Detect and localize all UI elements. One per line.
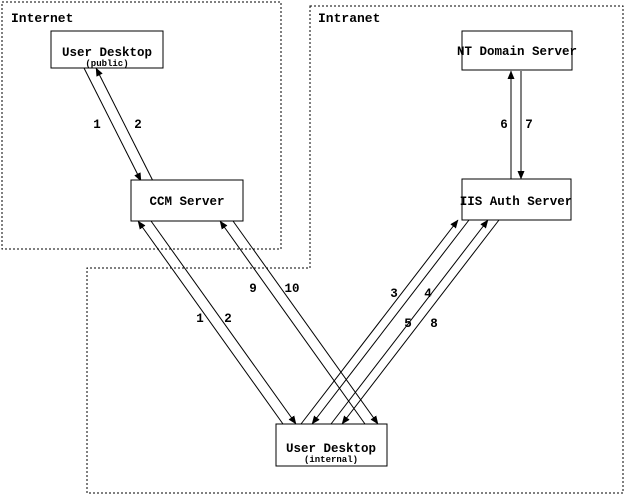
edge-label-2-public: 2 (134, 118, 142, 132)
edge-label-2-internal: 2 (224, 312, 232, 326)
nt-domain-server-box (461, 30, 573, 71)
intranet-zone-label: Intranet (318, 11, 380, 26)
edge-label-1-internal: 1 (196, 312, 204, 326)
node-nt-domain-server: NT Domain Server (457, 30, 577, 71)
node-iis-auth-server: IIS Auth Server (460, 178, 573, 221)
internet-zone-outline (1, 1, 282, 250)
edge-step9-internal-desktop-to-ccm (219, 220, 366, 425)
user-desktop-public-box (50, 30, 164, 69)
node-user-desktop-internal: User Desktop (internal) (275, 423, 388, 467)
user-desktop-internal-subtitle: (internal) (304, 455, 358, 465)
edge-internal-desktop-to-ccm (137, 220, 284, 425)
edge-step8-iis-to-internal-desktop (341, 219, 500, 425)
edge-label-10: 10 (284, 282, 299, 296)
edge-label-3: 3 (390, 287, 398, 301)
edge-label-9: 9 (249, 282, 257, 296)
edge-label-8: 8 (430, 317, 438, 331)
edge-label-5: 5 (404, 317, 412, 331)
iis-auth-server-title: IIS Auth Server (460, 195, 573, 209)
edge-label-4: 4 (424, 287, 432, 301)
node-user-desktop-public: User Desktop (public) (50, 30, 164, 69)
nt-domain-server-title: NT Domain Server (457, 45, 577, 59)
edge-label-1-public: 1 (93, 118, 101, 132)
edge-label-6: 6 (500, 118, 508, 132)
edge-step4-iis-to-internal-desktop (311, 219, 470, 425)
user-desktop-public-title: User Desktop (62, 46, 152, 60)
iis-auth-server-box (461, 178, 572, 221)
ccm-server-title: CCM Server (149, 195, 224, 209)
user-desktop-public-subtitle: (public) (85, 59, 128, 69)
edge-step3-internal-desktop-to-iis (300, 219, 459, 425)
edge-public-desktop-to-ccm (83, 67, 142, 182)
edge-ccm-to-internal-desktop (150, 220, 297, 425)
edge-step5-internal-desktop-to-iis (330, 219, 489, 425)
ccm-server-box (130, 179, 244, 222)
internet-zone-label: Internet (11, 11, 73, 26)
edge-step10-ccm-to-internal-desktop (232, 220, 379, 425)
edge-label-7: 7 (525, 118, 533, 132)
user-desktop-internal-title: User Desktop (286, 442, 376, 456)
intranet-zone-outline (86, 5, 624, 494)
edge-ccm-to-public-desktop (95, 67, 154, 182)
node-ccm-server: CCM Server (130, 179, 244, 222)
user-desktop-internal-box (275, 423, 388, 467)
